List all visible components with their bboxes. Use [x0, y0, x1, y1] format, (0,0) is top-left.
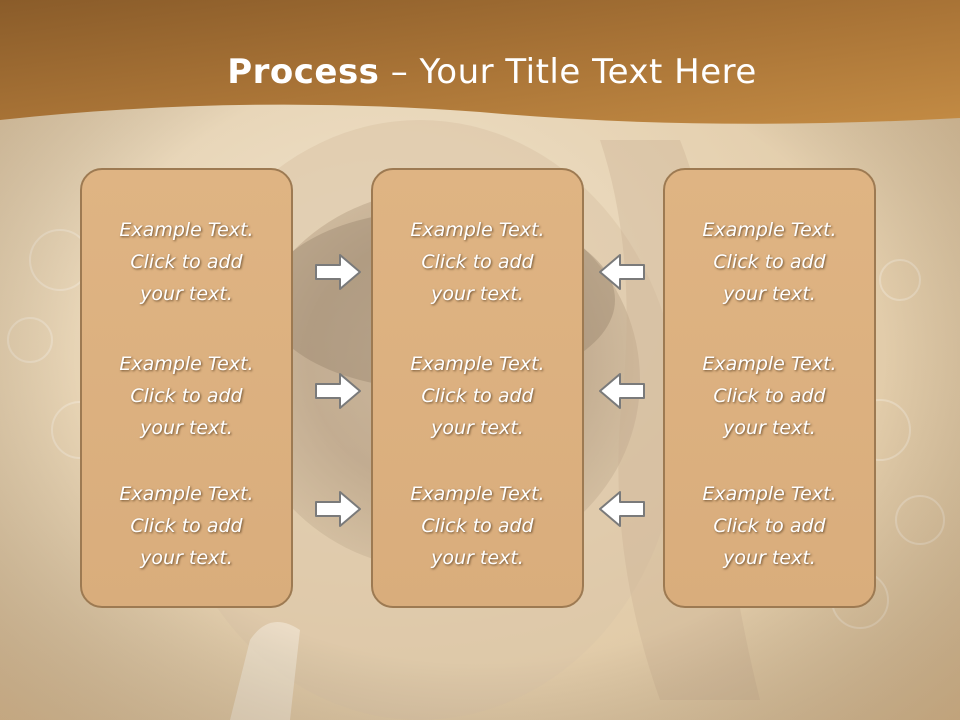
box-text[interactable]: Example Text. Click to add your text. [702, 219, 837, 305]
left-arrow-icon [599, 491, 645, 527]
box-text[interactable]: Example Text. Click to add your text. [702, 483, 837, 569]
title-rest: – Your Title Text Here [379, 52, 757, 92]
title-bold: Process [227, 52, 380, 92]
right-arrow-icon [315, 373, 361, 409]
process-box-left[interactable]: Example Text. Click to add your text. Ex… [80, 168, 293, 608]
left-arrow-icon [599, 254, 645, 290]
process-box-right[interactable]: Example Text. Click to add your text. Ex… [663, 168, 876, 608]
left-arrow-icon [599, 373, 645, 409]
title-band [0, 0, 960, 124]
box-text[interactable]: Example Text. Click to add your text. [410, 483, 545, 569]
right-arrow-icon [315, 491, 361, 527]
box-text[interactable]: Example Text. Click to add your text. [119, 353, 254, 439]
box-text[interactable]: Example Text. Click to add your text. [410, 219, 545, 305]
slide-title: Process – Your Title Text Here [0, 52, 960, 92]
box-text[interactable]: Example Text. Click to add your text. [410, 353, 545, 439]
process-box-center[interactable]: Example Text. Click to add your text. Ex… [371, 168, 584, 608]
box-text[interactable]: Example Text. Click to add your text. [119, 483, 254, 569]
box-text[interactable]: Example Text. Click to add your text. [702, 353, 837, 439]
box-text[interactable]: Example Text. Click to add your text. [119, 219, 254, 305]
right-arrow-icon [315, 254, 361, 290]
